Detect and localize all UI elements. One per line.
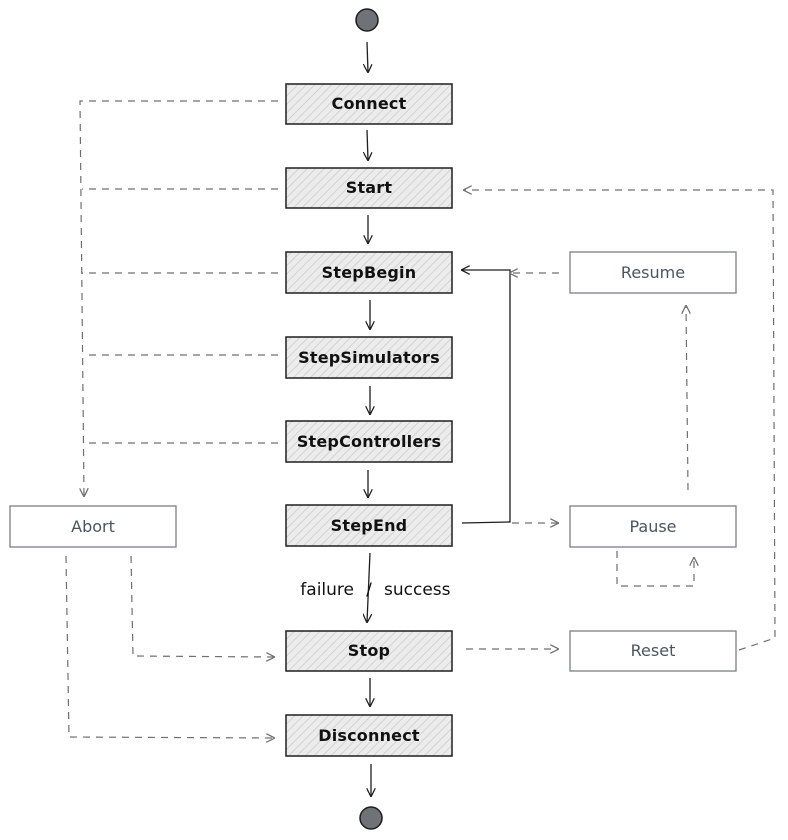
- node-stop: [285, 630, 453, 672]
- dashed-pause-to-resume: [686, 306, 688, 491]
- start-terminal: [355, 8, 379, 32]
- label-connect: Connect: [332, 94, 407, 113]
- dashed-abort-to-disconnect: [65, 555, 274, 738]
- side-states: [9, 251, 737, 672]
- edge-label-failure: failure: [300, 580, 354, 600]
- arrow-connect-start: [367, 129, 368, 160]
- node-abort: [9, 505, 177, 548]
- label-stepend: StepEnd: [331, 516, 408, 535]
- label-disconnect: Disconnect: [318, 726, 420, 745]
- node-stepsimulators: [285, 336, 453, 379]
- edge-label-success: success: [384, 580, 451, 600]
- end-terminal: [359, 806, 383, 830]
- label-start: Start: [346, 178, 393, 197]
- node-connect: [285, 83, 453, 125]
- node-disconnect: [285, 714, 453, 757]
- dashed-connect-to-abort: [79, 100, 278, 496]
- node-stepcontrollers: [285, 420, 453, 463]
- dashed-reset-to-start: [464, 190, 776, 651]
- node-stepbegin: [285, 251, 453, 294]
- label-stepcontrollers: StepControllers: [297, 432, 441, 451]
- main-states: [285, 83, 453, 757]
- dashed-abort-to-stop: [130, 555, 274, 657]
- node-start: [285, 167, 453, 209]
- label-abort: Abort: [71, 517, 115, 536]
- label-stepbegin: StepBegin: [322, 263, 417, 282]
- arrow-stepend-stepbegin-loop: [462, 270, 511, 524]
- dashed-pause-self-loop: [616, 551, 694, 587]
- node-pause: [569, 505, 737, 548]
- node-resume: [569, 251, 737, 294]
- label-stepsimulators: StepSimulators: [298, 348, 440, 367]
- arrow-initial-connect: [367, 41, 368, 72]
- edge-label-slash: /: [366, 580, 372, 600]
- node-reset: [569, 630, 737, 672]
- label-stop: Stop: [348, 641, 390, 660]
- label-reset: Reset: [631, 641, 676, 660]
- label-pause: Pause: [629, 517, 676, 536]
- main-flow-arrows: [367, 41, 511, 796]
- dashed-arrows: [65, 100, 776, 738]
- label-resume: Resume: [621, 263, 685, 282]
- arrow-stepend-stop: [367, 552, 370, 622]
- node-stepend: [285, 504, 453, 547]
